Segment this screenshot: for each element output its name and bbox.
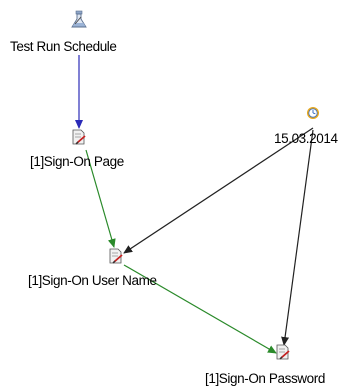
node-date-label: 15.03.2014 [274, 131, 338, 146]
edge-date-to-password [281, 129, 314, 346]
node-date[interactable]: 15.03.2014 [274, 107, 339, 146]
test-page-icon [109, 248, 123, 264]
node-sign-on-password-label: [1]Sign-On Password [205, 371, 325, 386]
edge-date-to-user-name [123, 127, 314, 254]
node-sign-on-user-name-label: [1]Sign-On User Name [28, 273, 157, 288]
test-page-icon [276, 344, 290, 360]
test-page-icon [72, 129, 86, 145]
edge-user-name-to-password [123, 264, 277, 354]
clock-icon [307, 107, 319, 119]
flask-icon [71, 10, 87, 28]
node-sign-on-page-label: [1]Sign-On Page [30, 154, 124, 169]
edge-sign-on-page-to-user-name [85, 149, 116, 248]
node-sign-on-password[interactable]: [1]Sign-On Password [205, 344, 325, 386]
node-sign-on-page[interactable]: [1]Sign-On Page [30, 129, 124, 169]
node-test-run-schedule[interactable]: Test Run Schedule [10, 10, 117, 54]
node-sign-on-user-name[interactable]: [1]Sign-On User Name [28, 248, 157, 288]
node-test-run-schedule-label: Test Run Schedule [10, 39, 117, 54]
